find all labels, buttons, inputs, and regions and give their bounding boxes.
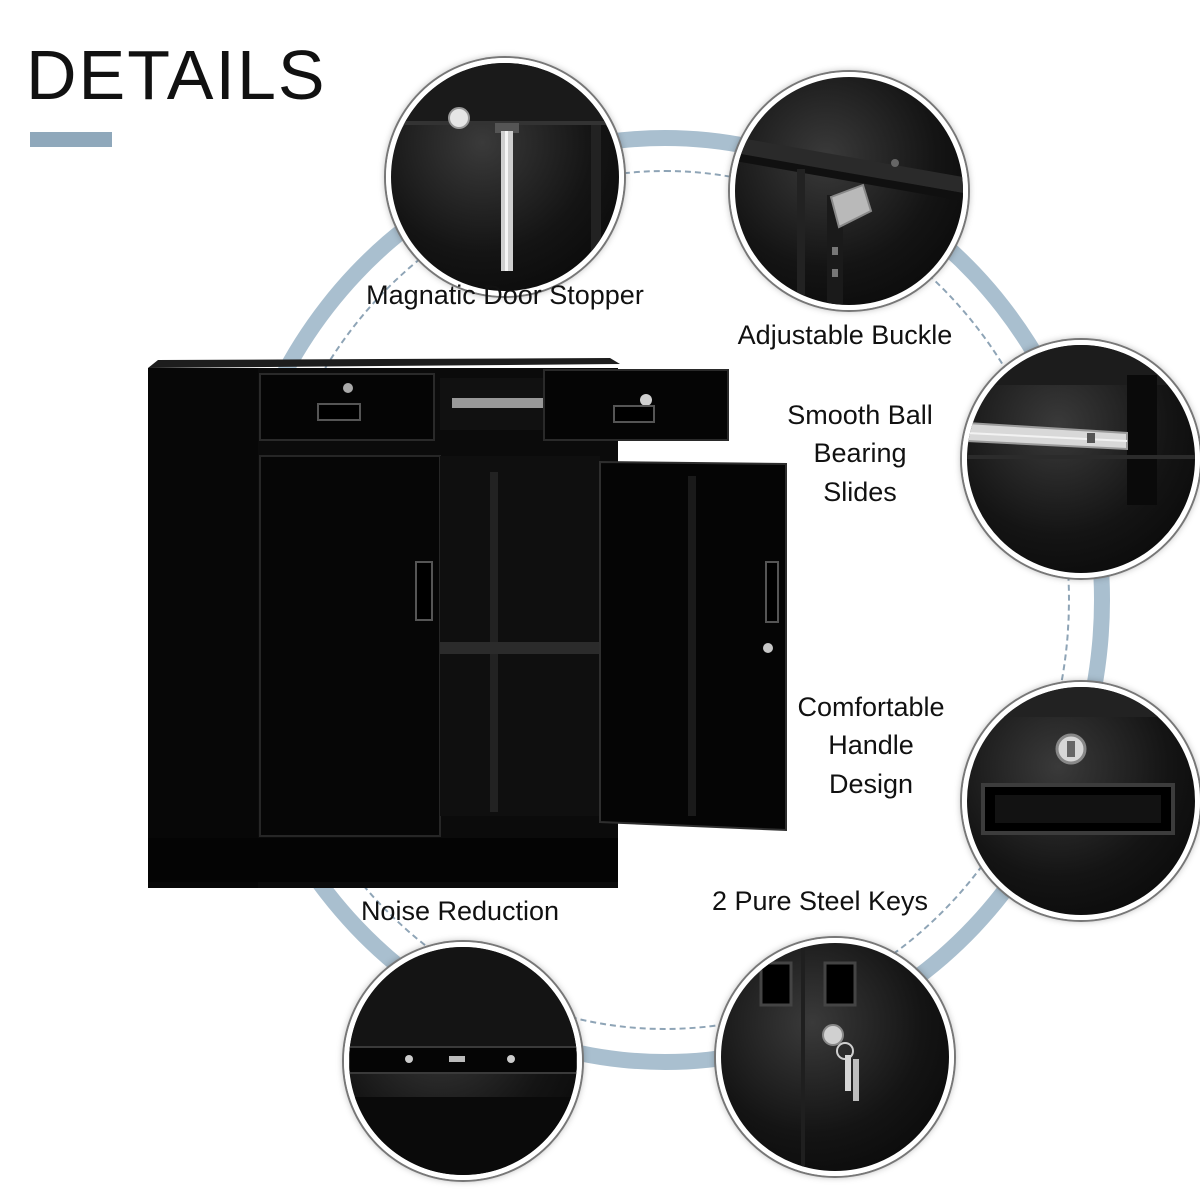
title-underline <box>30 132 112 147</box>
label-keys: 2 Pure Steel Keys <box>711 886 929 916</box>
detail-circle-noise <box>344 942 582 1180</box>
label-handle: Comfortable Handle Design <box>797 692 945 799</box>
detail-circle-buckle <box>730 72 968 310</box>
detail-circle-slides <box>962 340 1200 578</box>
detail-circle-handle <box>962 682 1200 920</box>
label-door-stopper: Magnatic Door Stopper <box>366 280 644 310</box>
page-title: DETAILS <box>26 36 327 114</box>
detail-circle-door-stopper <box>386 58 624 296</box>
label-slides: Smooth Ball Bearing Slides <box>787 400 933 507</box>
label-noise: Noise Reduction <box>360 896 560 926</box>
label-buckle: Adjustable Buckle <box>737 320 953 350</box>
cabinet-illustration <box>148 358 787 888</box>
detail-circle-keys <box>716 938 954 1176</box>
